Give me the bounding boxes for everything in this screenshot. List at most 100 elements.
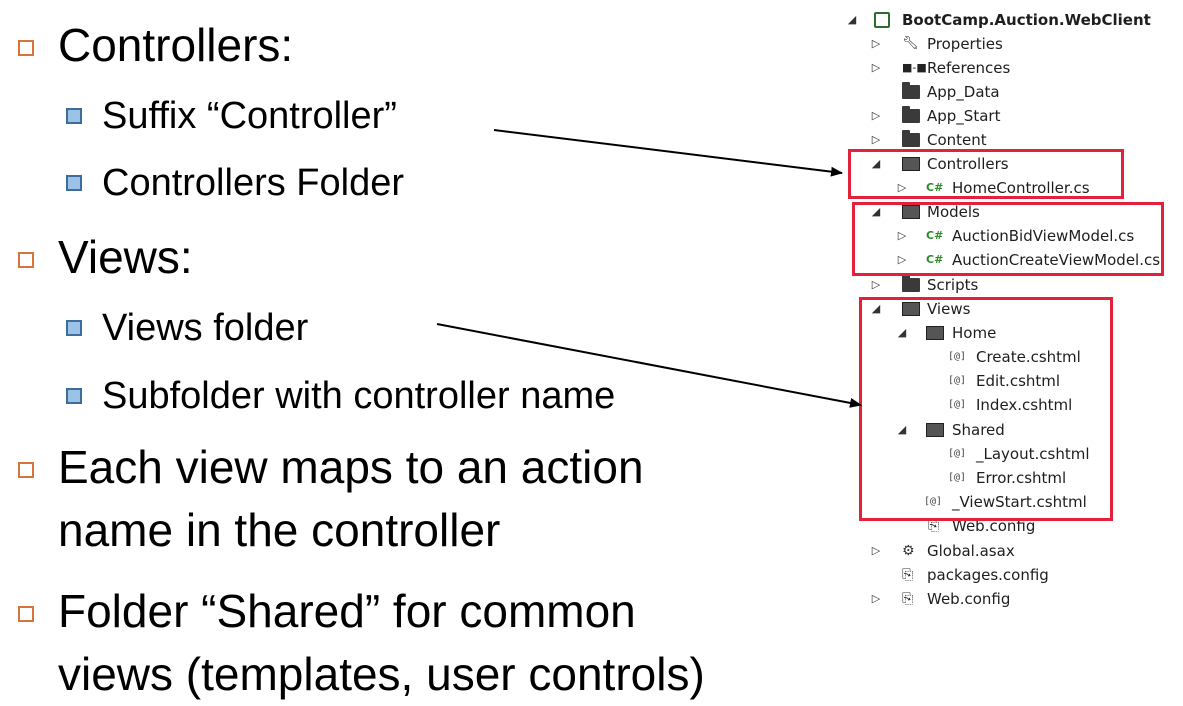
bullet-square-icon xyxy=(18,40,34,56)
tree-node-error-view[interactable]: [@] Error.cshtml xyxy=(840,466,1170,490)
folder-icon xyxy=(902,275,920,292)
folder-icon xyxy=(902,106,920,123)
solution-explorer: ◢ BootCamp.Auction.WebClient ▷ 🔧︎ Proper… xyxy=(840,0,1183,620)
tree-node-create-view[interactable]: [@] Create.cshtml xyxy=(840,345,1170,369)
tree-node-properties[interactable]: ▷ 🔧︎ Properties xyxy=(840,32,1170,56)
sub-bullet-controllers-folder: Controllers Folder xyxy=(102,162,404,204)
config-file-icon: ⎘ xyxy=(928,518,940,534)
app-data-label: App_Data xyxy=(927,83,1000,101)
tree-node-home-folder[interactable]: ◢ Home xyxy=(840,321,1170,345)
sub-bullet-suffix: Suffix “Controller” xyxy=(102,95,397,137)
open-folder-icon xyxy=(902,302,920,316)
references-label: References xyxy=(927,59,1011,77)
project-label: BootCamp.Auction.WebClient xyxy=(902,11,1151,29)
bid-viewmodel-label: AuctionBidViewModel.cs xyxy=(952,227,1135,245)
razor-file-icon: [@] xyxy=(948,472,967,483)
tree-node-layout-view[interactable]: [@] _Layout.cshtml xyxy=(840,442,1170,466)
layout-view-label: _Layout.cshtml xyxy=(976,445,1090,463)
bullet-controllers: Controllers: xyxy=(58,19,294,71)
webconfig-label: Web.config xyxy=(927,590,1011,608)
tree-node-bid-viewmodel[interactable]: ▷ C# AuctionBidViewModel.cs xyxy=(840,224,1170,248)
bullet-views: Views: xyxy=(58,231,193,283)
create-viewmodel-label: AuctionCreateViewModel.cs xyxy=(952,251,1161,269)
controllers-highlight-box xyxy=(848,149,1124,199)
tree-node-references[interactable]: ▷ ■-■ References xyxy=(840,56,1170,80)
collapsed-arrow-icon[interactable]: ▷ xyxy=(897,229,907,242)
tree-node-models[interactable]: ◢ Models xyxy=(840,200,1170,224)
viewstart-label: _ViewStart.cshtml xyxy=(952,493,1087,511)
views-webconfig-label: Web.config xyxy=(952,517,1036,535)
tree-node-index-view[interactable]: [@] Index.cshtml xyxy=(840,393,1170,417)
tree-node-scripts[interactable]: ▷ Scripts xyxy=(840,273,1170,297)
tree-node-global[interactable]: ▷ ⚙ Global.asax xyxy=(840,539,1170,563)
slide-bullets: Controllers: Suffix “Controller” Control… xyxy=(18,19,705,700)
expanded-arrow-icon[interactable]: ◢ xyxy=(847,13,857,26)
razor-file-icon: [@] xyxy=(948,375,967,386)
folder-icon xyxy=(902,130,920,147)
collapsed-arrow-icon[interactable]: ▷ xyxy=(897,181,907,194)
open-folder-icon xyxy=(926,423,944,437)
collapsed-arrow-icon[interactable]: ▷ xyxy=(871,133,881,146)
tree-node-home-controller[interactable]: ▷ C# HomeController.cs xyxy=(840,176,1170,200)
home-folder-label: Home xyxy=(952,324,997,342)
sub-bullet-subfolder: Subfolder with controller name xyxy=(102,375,616,417)
expanded-arrow-icon[interactable]: ◢ xyxy=(897,326,907,339)
tree-node-app-data[interactable]: App_Data xyxy=(840,80,1170,104)
edit-view-label: Edit.cshtml xyxy=(976,372,1061,390)
tree-node-create-viewmodel[interactable]: ▷ C# AuctionCreateViewModel.cs xyxy=(840,248,1170,272)
open-folder-icon xyxy=(902,205,920,219)
tree-node-webconfig[interactable]: ▷ ⎘ Web.config xyxy=(840,587,1170,611)
collapsed-arrow-icon[interactable]: ▷ xyxy=(871,544,881,557)
collapsed-arrow-icon[interactable]: ▷ xyxy=(871,592,881,605)
tree-node-content[interactable]: ▷ Content xyxy=(840,128,1170,152)
index-view-label: Index.cshtml xyxy=(976,396,1073,414)
razor-file-icon: [@] xyxy=(948,351,967,362)
expanded-arrow-icon[interactable]: ◢ xyxy=(871,157,881,170)
content-label: Content xyxy=(927,131,987,149)
tree-node-controllers[interactable]: ◢ Controllers xyxy=(840,152,1170,176)
tree-node-views[interactable]: ◢ Views xyxy=(840,297,1170,321)
expanded-arrow-icon[interactable]: ◢ xyxy=(871,302,881,315)
razor-file-icon: [@] xyxy=(924,496,943,507)
tree-node-shared-folder[interactable]: ◢ Shared xyxy=(840,418,1170,442)
collapsed-arrow-icon[interactable]: ▷ xyxy=(871,61,881,74)
app-start-label: App_Start xyxy=(927,107,1001,125)
expanded-arrow-icon[interactable]: ◢ xyxy=(871,205,881,218)
collapsed-arrow-icon[interactable]: ▷ xyxy=(871,278,881,291)
collapsed-arrow-icon[interactable]: ▷ xyxy=(871,109,881,122)
tree-node-project[interactable]: ◢ BootCamp.Auction.WebClient xyxy=(840,8,1170,32)
sub-bullet-views-folder: Views folder xyxy=(102,307,309,349)
collapsed-arrow-icon[interactable]: ▷ xyxy=(871,37,881,50)
config-file-icon: ⎘ xyxy=(902,567,914,583)
scripts-label: Scripts xyxy=(927,276,979,294)
bullet-shared-line1: Folder “Shared” for common xyxy=(58,585,636,637)
views-highlight-box xyxy=(859,297,1113,521)
arrow-to-views xyxy=(436,323,862,408)
bullet-square-icon xyxy=(18,606,34,622)
properties-label: Properties xyxy=(927,35,1003,53)
bullet-square-icon xyxy=(18,252,34,268)
sub-bullet-square-icon xyxy=(66,108,82,124)
expanded-arrow-icon[interactable]: ◢ xyxy=(897,423,907,436)
controllers-label: Controllers xyxy=(927,155,1009,173)
sub-bullet-square-icon xyxy=(66,388,82,404)
tree-node-app-start[interactable]: ▷ App_Start xyxy=(840,104,1170,128)
home-controller-label: HomeController.cs xyxy=(952,179,1090,197)
tree-node-packages[interactable]: ⎘ packages.config xyxy=(840,563,1170,587)
bullet-each-view-line1: Each view maps to an action xyxy=(58,441,644,493)
tree-node-edit-view[interactable]: [@] Edit.cshtml xyxy=(840,369,1170,393)
web-project-icon xyxy=(874,12,890,28)
open-folder-icon xyxy=(926,326,944,340)
folder-icon xyxy=(902,82,920,99)
bullet-square-icon xyxy=(18,462,34,478)
tree-node-views-webconfig[interactable]: ⎘ Web.config xyxy=(840,514,1170,538)
global-label: Global.asax xyxy=(927,542,1015,560)
models-highlight-box xyxy=(852,202,1164,276)
open-folder-icon xyxy=(902,157,920,171)
packages-label: packages.config xyxy=(927,566,1049,584)
models-label: Models xyxy=(927,203,980,221)
razor-file-icon: [@] xyxy=(948,448,967,459)
collapsed-arrow-icon[interactable]: ▷ xyxy=(897,253,907,266)
shared-folder-label: Shared xyxy=(952,421,1005,439)
tree-node-viewstart[interactable]: [@] _ViewStart.cshtml xyxy=(840,490,1170,514)
